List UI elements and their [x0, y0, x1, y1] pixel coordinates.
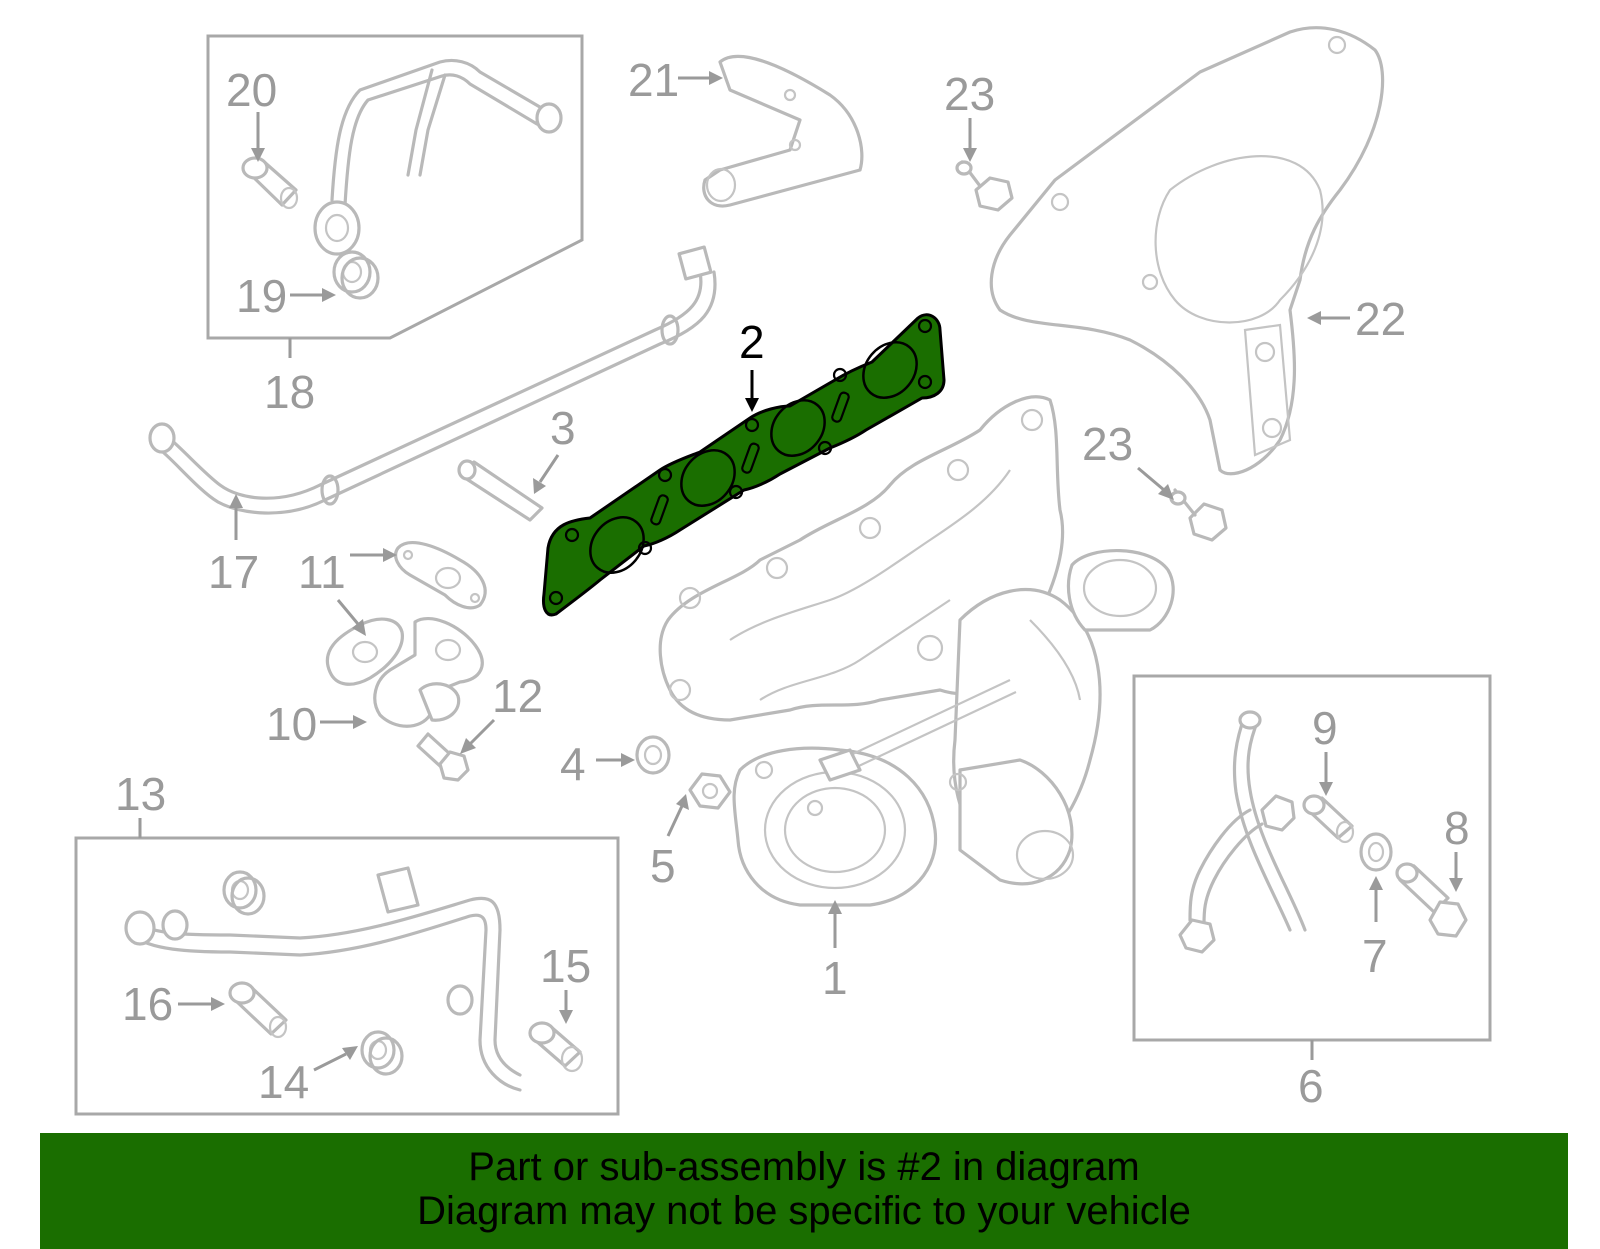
oil-feed-pipe-part-18 [313, 58, 563, 256]
callout-14: 14 [258, 1056, 309, 1108]
washer-part-7 [1359, 832, 1393, 872]
banner-line-disclaimer: Diagram may not be specific to your vehi… [417, 1189, 1191, 1233]
gasket-part-11-upper [394, 541, 487, 610]
callout-5: 5 [650, 840, 676, 892]
bolt-part-9 [1302, 794, 1355, 844]
bracket-part-21 [702, 54, 864, 208]
oil-return-pipe-part-13 [124, 866, 522, 1092]
heat-shield-part-22 [989, 26, 1385, 476]
nut-part-5 [688, 772, 732, 810]
bolt-part-23-upper [955, 160, 1014, 212]
turbo-manifold-part-1 [658, 395, 1175, 907]
hose-part-17 [148, 245, 717, 515]
bolt-part-16 [228, 981, 288, 1039]
callout-23-upper: 23 [944, 68, 995, 120]
group-box-13 [74, 836, 620, 1116]
bolt-part-12 [416, 732, 470, 782]
callout-13: 13 [115, 768, 166, 820]
callout-12: 12 [492, 670, 543, 722]
callout-2: 2 [739, 316, 765, 368]
callout-23-lower: 23 [1082, 418, 1133, 470]
callout-6: 6 [1298, 1060, 1324, 1112]
callout-17: 17 [208, 546, 259, 598]
bolt-part-8 [1395, 862, 1468, 938]
callout-7: 7 [1362, 930, 1388, 982]
callout-1: 1 [822, 952, 848, 1004]
oil-feed-line-part-6 [1178, 710, 1307, 954]
bolt-part-15 [528, 1021, 584, 1073]
group-box-18 [206, 34, 584, 340]
callout-10: 10 [266, 698, 317, 750]
info-banner: Part or sub-assembly is #2 in diagram Di… [40, 1133, 1568, 1249]
callout-11: 11 [298, 546, 346, 598]
callout-15: 15 [540, 940, 591, 992]
washer-part-4 [635, 735, 671, 775]
callout-18: 18 [264, 366, 315, 418]
callout-22: 22 [1355, 293, 1406, 345]
exhaust-manifold-gasket-part-2 [542, 313, 946, 617]
callout-16: 16 [122, 978, 173, 1030]
bolt-part-23-lower [1169, 488, 1228, 542]
callout-9: 9 [1312, 702, 1338, 754]
washer-part-14 [222, 870, 404, 1076]
callout-19: 19 [236, 270, 287, 322]
callout-21: 21 [628, 54, 679, 106]
callout-4: 4 [560, 738, 586, 790]
callout-20: 20 [226, 64, 277, 116]
bolt-part-20 [241, 156, 299, 210]
gasket-part-11-lower [325, 617, 404, 686]
stud-part-3 [457, 459, 544, 522]
callout-8: 8 [1444, 802, 1470, 854]
flange-part-10 [373, 616, 484, 728]
banner-line-part: Part or sub-assembly is #2 in diagram [468, 1145, 1140, 1189]
washer-part-19 [332, 250, 380, 300]
callout-3: 3 [550, 402, 576, 454]
